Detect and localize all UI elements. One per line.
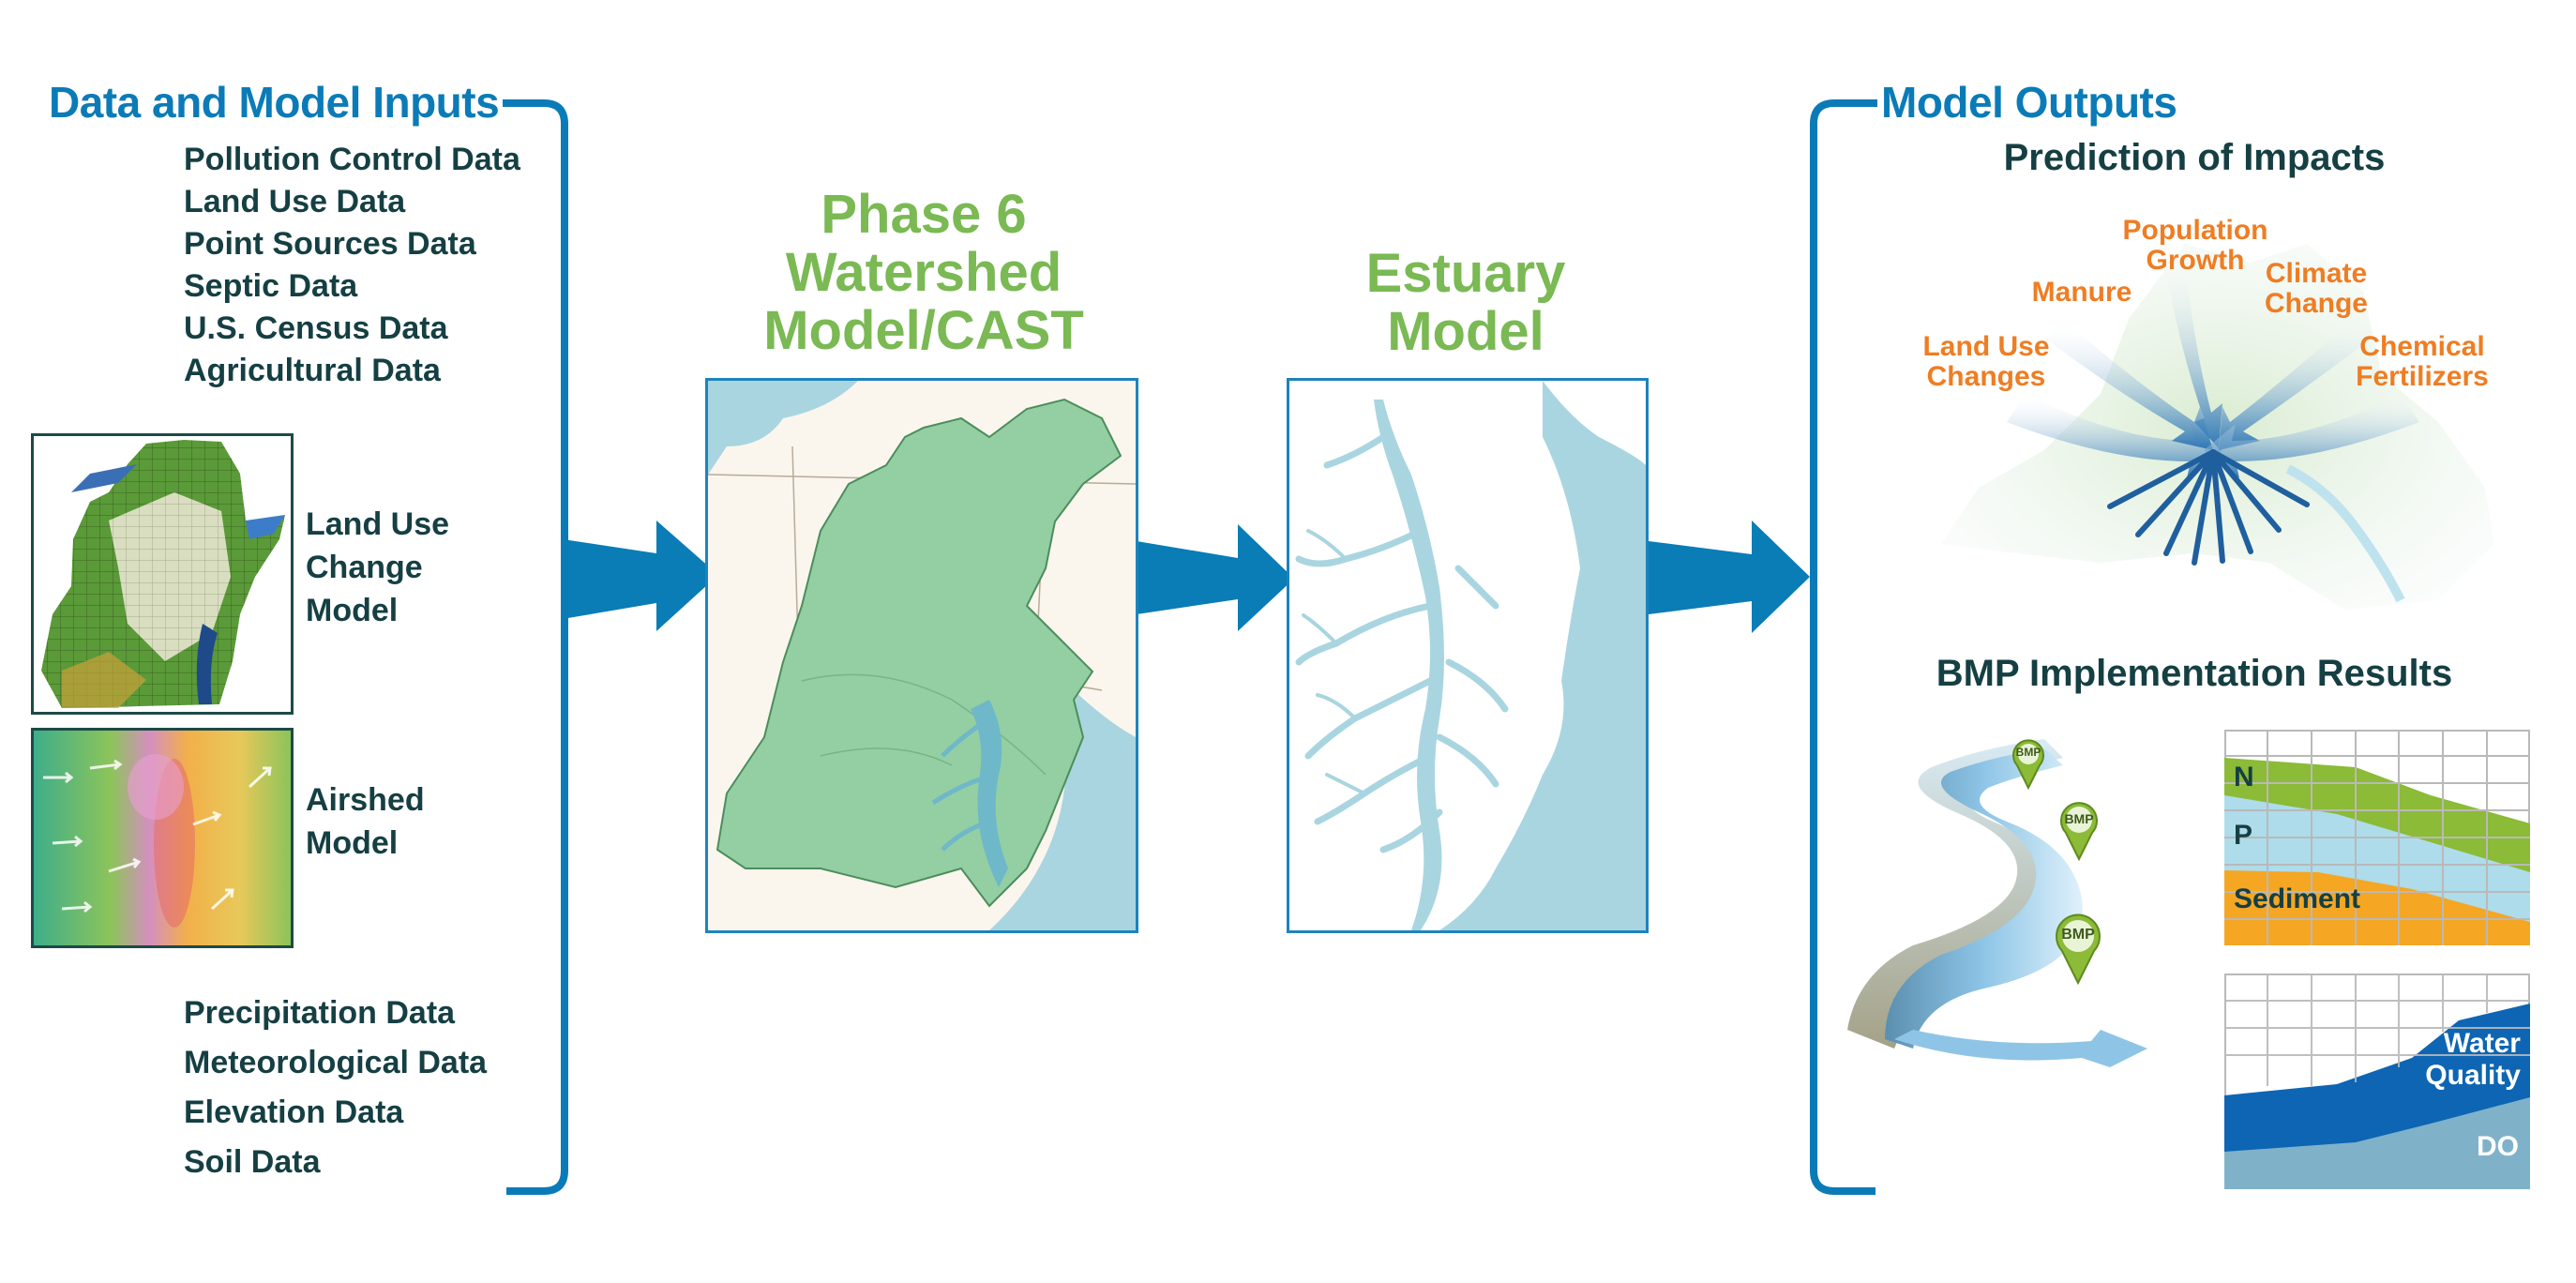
series-label-p: P bbox=[2234, 820, 2253, 851]
bmp-results-title: BMP Implementation Results bbox=[1936, 653, 2453, 694]
inputs-bracket bbox=[503, 99, 568, 1195]
inputs-header: Data and Model Inputs bbox=[49, 78, 500, 127]
bmp-marker-label: BMP bbox=[2061, 927, 2095, 943]
driver-land-use-changes: Land Use Changes bbox=[1922, 331, 2050, 392]
series-label-sediment: Sediment bbox=[2234, 883, 2361, 914]
outputs-header: Model Outputs bbox=[1881, 78, 2177, 127]
bmp-river-graphic bbox=[1847, 739, 2147, 1067]
airshed-model-label: Airshed Model bbox=[306, 782, 425, 861]
driver-climate-change: Climate Change bbox=[2264, 258, 2368, 319]
input-item: Agricultural Data bbox=[184, 353, 441, 388]
watershed-model-title: Phase 6 Watershed Model/CAST bbox=[763, 184, 1084, 361]
bmp-marker-label: BMP bbox=[2015, 746, 2041, 759]
driver-manure: Manure bbox=[2031, 277, 2132, 308]
flow-arrow-estuary-to-outputs bbox=[1649, 521, 1810, 633]
input-item: Soil Data bbox=[184, 1144, 321, 1180]
input-item: Septic Data bbox=[184, 268, 358, 304]
inputs-top-list: Pollution Control Data Land Use Data Poi… bbox=[184, 139, 520, 392]
estuary-model-title: Estuary Model bbox=[1365, 243, 1566, 362]
estuary-map bbox=[1287, 378, 1649, 933]
flow-arrow-watershed-to-estuary bbox=[1137, 524, 1294, 631]
loads-chart: N P Sediment bbox=[2224, 730, 2530, 945]
flow-arrow-inputs-to-watershed bbox=[563, 521, 718, 631]
impacts-watershed-graphic bbox=[1941, 244, 2494, 610]
driver-chemical-fertilizers: Chemical Fertilizers bbox=[2356, 331, 2489, 392]
driver-population-growth: Population Growth bbox=[2122, 215, 2268, 276]
prediction-of-impacts-title: Prediction of Impacts bbox=[2003, 137, 2386, 178]
inputs-bottom-list: Precipitation Data Meteorological Data E… bbox=[184, 989, 487, 1187]
watershed-map bbox=[705, 378, 1138, 933]
input-item: Precipitation Data bbox=[184, 995, 456, 1031]
land-use-change-model-label: Land Use Change Model bbox=[306, 506, 450, 628]
land-use-map-icon bbox=[31, 433, 294, 715]
bmp-marker-icon bbox=[2012, 739, 2044, 790]
bmp-marker-icon bbox=[2056, 913, 2101, 985]
series-label-do: DO bbox=[2477, 1131, 2519, 1162]
input-item: U.S. Census Data bbox=[184, 310, 448, 346]
input-item: Pollution Control Data bbox=[184, 142, 520, 177]
input-item: Land Use Data bbox=[184, 184, 406, 219]
outputs-bracket bbox=[1810, 99, 1877, 1195]
series-label-water-quality: Water Quality bbox=[2425, 1028, 2521, 1091]
input-item: Meteorological Data bbox=[184, 1045, 488, 1080]
water-quality-chart: Water Quality DO bbox=[2224, 974, 2530, 1189]
airshed-map-icon bbox=[31, 728, 294, 948]
input-item: Elevation Data bbox=[184, 1094, 404, 1130]
bmp-marker-label: BMP bbox=[2064, 811, 2094, 826]
bmp-marker-icon bbox=[2060, 802, 2098, 861]
series-label-n: N bbox=[2234, 762, 2254, 792]
input-item: Point Sources Data bbox=[184, 226, 476, 262]
